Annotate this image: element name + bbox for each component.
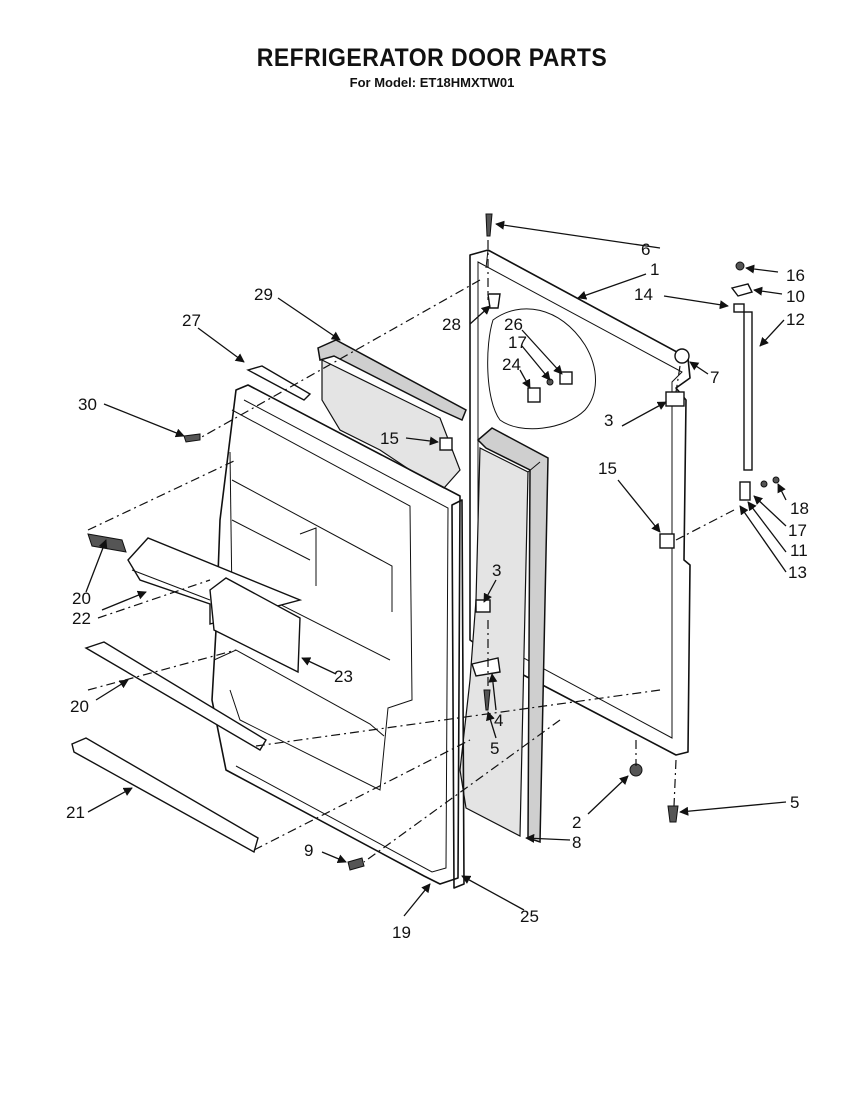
callout-26: 26 <box>504 315 523 334</box>
hinge-plate-4 <box>471 657 501 677</box>
stop-15-left <box>439 437 453 451</box>
callout-7: 7 <box>710 368 719 387</box>
door-liner-19 <box>211 384 461 885</box>
trim-27 <box>246 365 312 401</box>
screw-9 <box>347 857 365 871</box>
callout-12: 12 <box>786 310 805 329</box>
callout-8: 8 <box>572 833 581 852</box>
screw-30 <box>183 433 201 443</box>
stop-15 <box>659 533 675 549</box>
callout-5-left: 5 <box>490 739 499 758</box>
hinge-3-bottom <box>475 599 491 613</box>
callout-20-upper: 20 <box>72 589 91 608</box>
callout-15-right: 15 <box>598 459 617 478</box>
callout-4: 4 <box>494 711 503 730</box>
plug-28 <box>487 293 501 309</box>
callout-18: 18 <box>790 499 809 518</box>
screw-6 <box>485 213 493 237</box>
bracket-11 <box>739 481 751 501</box>
callout-25: 25 <box>520 907 539 926</box>
callout-30: 30 <box>78 395 97 414</box>
callout-6: 6 <box>641 240 650 259</box>
callout-16: 16 <box>786 266 805 285</box>
callout-15-left: 15 <box>380 429 399 448</box>
callout-17-right: 17 <box>788 521 807 540</box>
screw-5-left <box>483 689 491 711</box>
callout-9: 9 <box>304 841 313 860</box>
leader-arrows <box>85 220 787 917</box>
trim-20b <box>84 641 267 751</box>
washer-14 <box>733 303 745 313</box>
trim-21 <box>71 737 259 854</box>
screw-5-right <box>667 805 679 823</box>
assembly-lines <box>87 240 735 863</box>
gasket-29 <box>317 339 467 489</box>
callout-24: 24 <box>502 355 521 374</box>
detail-bubble <box>487 308 596 430</box>
bracket-26 <box>559 371 573 385</box>
callout-22: 22 <box>72 609 91 628</box>
callout-21: 21 <box>66 803 85 822</box>
callout-2: 2 <box>572 813 581 832</box>
callout-14: 14 <box>634 285 653 304</box>
cap-7 <box>674 348 690 364</box>
callout-17-bubble: 17 <box>508 333 527 352</box>
page-title: REFRIGERATOR DOOR PARTS <box>256 44 608 72</box>
callout-1: 1 <box>650 260 659 279</box>
callout-19: 19 <box>392 923 411 942</box>
callout-11: 11 <box>790 541 808 560</box>
hinge-rod-12 <box>743 311 753 471</box>
callout-23: 23 <box>334 667 353 686</box>
model-subtitle: For Model: ET18HMXTW01 <box>349 75 515 90</box>
screw-17b <box>760 480 768 488</box>
callout-labels: 6 1 14 16 10 12 7 3 15 18 17 11 13 5 2 8… <box>66 240 809 942</box>
screw-16 <box>735 261 745 271</box>
bracket-24 <box>527 387 541 403</box>
callout-29: 29 <box>254 285 273 304</box>
rod-12 <box>743 311 753 471</box>
callout-20-lower: 20 <box>70 697 89 716</box>
callout-5-right: 5 <box>790 793 799 812</box>
gasket-strip-25 <box>451 499 465 889</box>
shelf-23 <box>209 577 301 674</box>
callout-28: 28 <box>442 315 461 334</box>
hinge-10 <box>730 283 754 297</box>
callout-27: 27 <box>182 311 201 330</box>
trim-20a <box>87 533 127 553</box>
callout-3-upper: 3 <box>604 411 613 430</box>
callout-13: 13 <box>788 563 807 582</box>
pin-18 <box>772 476 780 484</box>
callout-10: 10 <box>786 287 805 306</box>
callout-3-lower: 3 <box>492 561 501 580</box>
door-gasket-8 <box>459 427 549 844</box>
hinge-3-top <box>665 391 685 407</box>
